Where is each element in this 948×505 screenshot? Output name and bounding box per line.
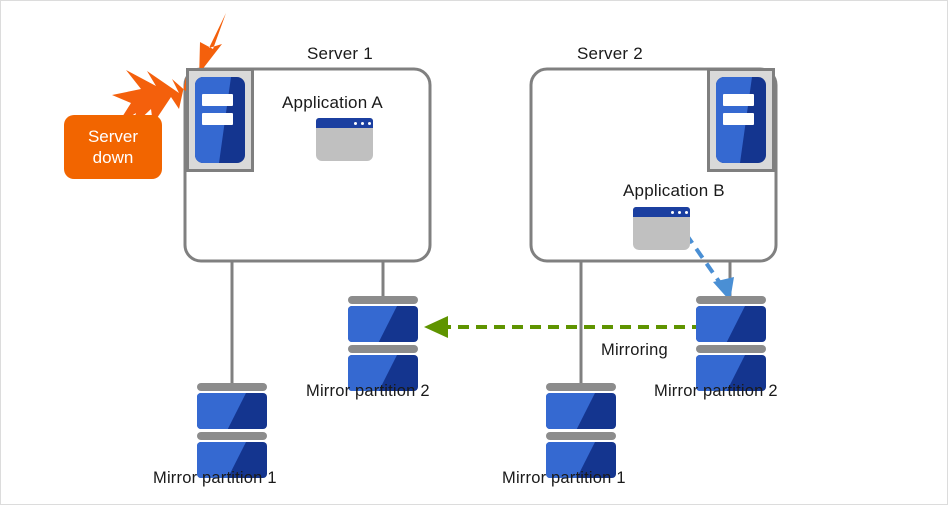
window-dot-3 bbox=[367, 121, 371, 125]
disk-cap bbox=[546, 432, 616, 440]
server-slot-bar-1 bbox=[723, 94, 754, 107]
disk-platter-lower bbox=[546, 442, 616, 478]
server-slot-bar-2 bbox=[202, 113, 233, 126]
window-dot-1 bbox=[353, 121, 357, 125]
disk-platter-upper bbox=[546, 393, 616, 429]
application-a-window-icon[interactable] bbox=[316, 118, 373, 161]
window-dot-2 bbox=[677, 210, 681, 214]
window-dot-2 bbox=[360, 121, 364, 125]
disk-cap bbox=[197, 383, 267, 391]
server-2-title: Server 2 bbox=[577, 44, 643, 63]
window-dot-3 bbox=[684, 210, 688, 214]
server-slot-bar-1 bbox=[202, 94, 233, 107]
server-slot-bar-2 bbox=[723, 113, 754, 126]
application-b-titlebar bbox=[633, 207, 690, 217]
disk-cap bbox=[348, 296, 418, 304]
disk-cap bbox=[546, 383, 616, 391]
server-down-badge[interactable]: Server down bbox=[64, 115, 162, 179]
server-down-line1: Server bbox=[87, 127, 139, 146]
disk-platter-upper bbox=[197, 393, 267, 429]
app-b-write-arrow bbox=[684, 232, 734, 301]
disk-s2-mirror-partition-1-label: Mirror partition 1 bbox=[502, 469, 626, 487]
disk-s1-mirror-partition-1[interactable] bbox=[197, 383, 267, 481]
server-1-box[interactable] bbox=[183, 67, 432, 263]
application-b-label: Application B bbox=[623, 181, 725, 200]
server-2-tower-body bbox=[716, 77, 766, 163]
server-2-tower-icon[interactable] bbox=[707, 68, 775, 172]
disk-s1-mirror-partition-1-label: Mirror partition 1 bbox=[153, 469, 277, 487]
disk-s1-mirror-partition-2-label: Mirror partition 2 bbox=[306, 382, 430, 400]
application-a-label: Application A bbox=[282, 93, 383, 112]
server-down-line2: down bbox=[92, 148, 134, 167]
disk-cap bbox=[696, 296, 766, 304]
server-1-tower-body bbox=[195, 77, 245, 163]
server-1-tower-icon[interactable] bbox=[186, 68, 254, 172]
disk-platter-lower bbox=[696, 355, 766, 391]
server-1-title: Server 1 bbox=[307, 44, 373, 63]
disk-s2-mirror-partition-1[interactable] bbox=[546, 383, 616, 481]
disk-platter-upper bbox=[348, 306, 418, 342]
mirroring-label: Mirroring bbox=[601, 341, 668, 359]
application-a-titlebar bbox=[316, 118, 373, 128]
disk-platter-upper bbox=[696, 306, 766, 342]
server-2-box[interactable] bbox=[529, 67, 778, 263]
disk-cap bbox=[197, 432, 267, 440]
disk-platter-lower bbox=[348, 355, 418, 391]
window-dot-1 bbox=[670, 210, 674, 214]
application-b-window-icon[interactable] bbox=[633, 207, 690, 250]
disk-platter-lower bbox=[197, 442, 267, 478]
disk-s2-mirror-partition-2[interactable] bbox=[696, 296, 766, 394]
disk-s2-mirror-partition-2-label: Mirror partition 2 bbox=[654, 382, 778, 400]
disk-cap bbox=[348, 345, 418, 353]
disk-s1-mirror-partition-2[interactable] bbox=[348, 296, 418, 394]
mirroring-arrow bbox=[424, 316, 703, 338]
disk-cap bbox=[696, 345, 766, 353]
